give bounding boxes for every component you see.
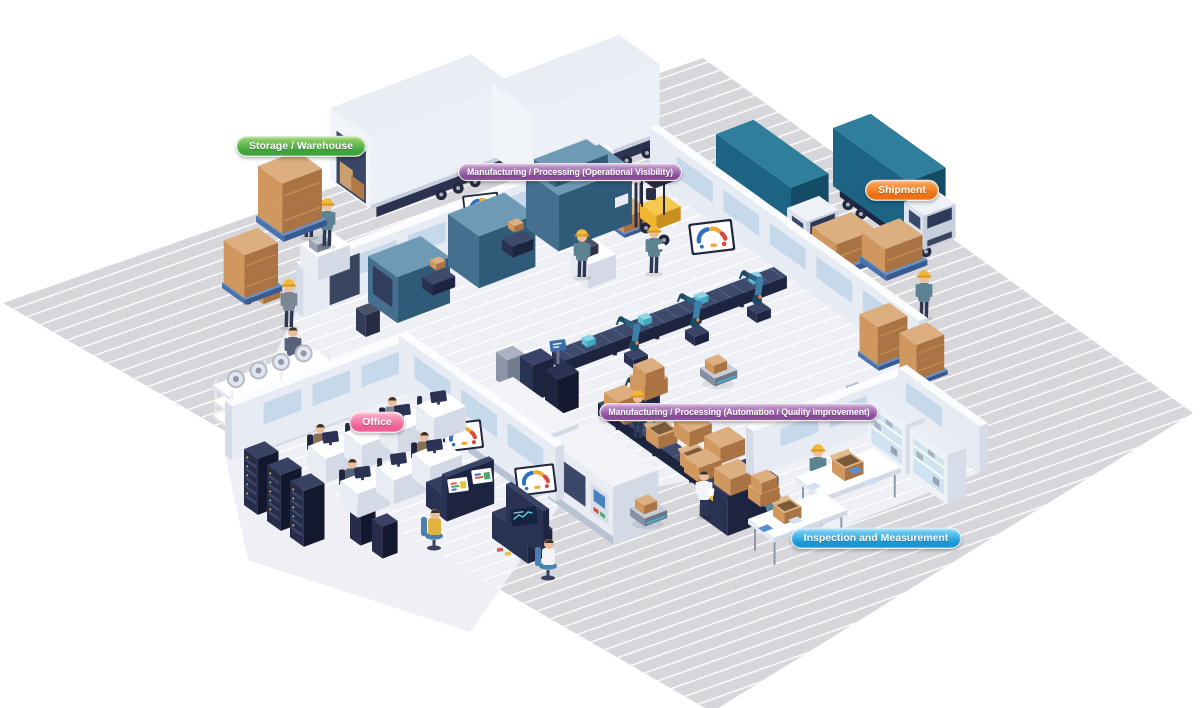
gauge-monitor	[688, 218, 736, 256]
wall	[399, 331, 564, 502]
gauge-monitor	[514, 463, 557, 497]
zone-label-shipment[interactable]: Shipment	[865, 179, 939, 201]
inspection-table	[796, 447, 901, 525]
zone-label-office[interactable]: Office	[349, 411, 405, 433]
cnc-machine	[548, 422, 659, 545]
control-console-2	[492, 481, 553, 564]
server-rack	[290, 473, 325, 547]
zone-label-mfg-visibility[interactable]: Manufacturing / Processing (Operational …	[458, 163, 682, 181]
forklift	[608, 169, 681, 246]
robot-cell	[507, 225, 787, 390]
worker-tablet	[645, 225, 666, 277]
worker-line-1	[573, 229, 591, 281]
wall	[225, 335, 407, 461]
office-desk	[416, 390, 466, 443]
staged-pallets	[846, 302, 948, 400]
display-cabinet	[910, 420, 967, 505]
pallet-of-boxes	[222, 227, 283, 305]
zone-label-storage[interactable]: Storage / Warehouse	[235, 135, 367, 157]
pallet-of-boxes	[256, 151, 327, 242]
agv-robot	[630, 494, 668, 529]
worker-shipment	[915, 270, 933, 322]
robot-arm	[739, 270, 771, 323]
pallet-of-boxes	[860, 218, 928, 281]
worker-scale	[280, 279, 298, 331]
inspection-table	[748, 491, 848, 566]
shipment-area	[608, 113, 956, 371]
agv-robot	[700, 354, 738, 389]
worker-clipboard	[695, 471, 715, 520]
zone-label-mfg-automation[interactable]: Manufacturing / Processing (Automation /…	[599, 403, 879, 421]
zone-label-inspection[interactable]: Inspection and Measurement	[790, 527, 962, 549]
robot-arm	[677, 293, 709, 346]
control-console-1	[426, 456, 495, 522]
